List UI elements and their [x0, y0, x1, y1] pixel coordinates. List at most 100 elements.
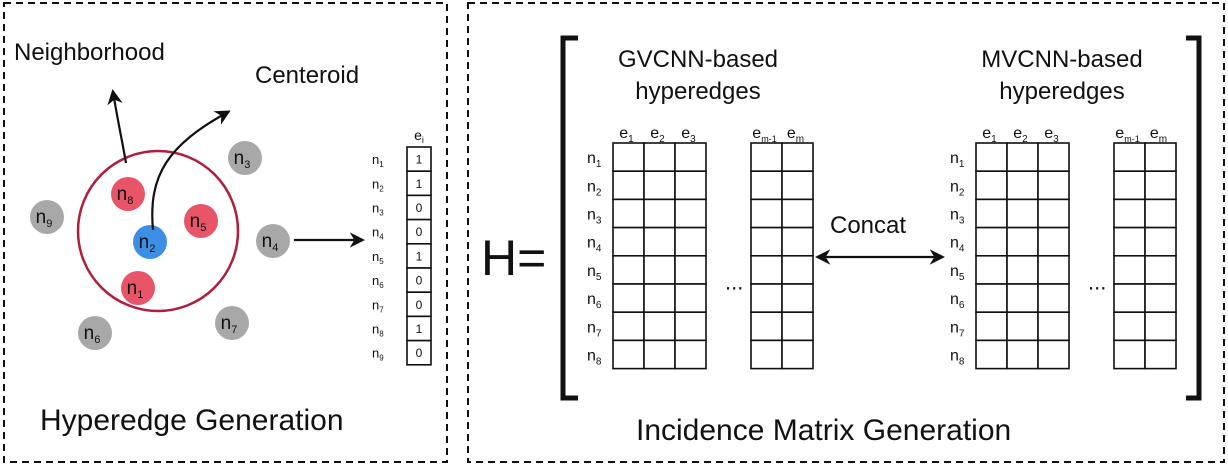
block-title-line2: hyperedges: [999, 78, 1124, 105]
block-title-line2: hyperedges: [635, 78, 760, 105]
matrix-cell: [750, 311, 783, 342]
matrix-col-header: e3: [1044, 125, 1059, 145]
node-label-n5: n5: [190, 211, 207, 234]
matrix-cell: [1006, 170, 1039, 201]
vector-value: 0: [416, 225, 423, 239]
matrix-cell: [612, 311, 645, 342]
matrix-cell: [781, 198, 814, 229]
left-bracket: [560, 35, 578, 401]
matrix-cell: [750, 339, 783, 370]
matrix-cell: [1037, 311, 1070, 342]
vector-header-ei: ei: [414, 127, 424, 145]
matrix-cell: [643, 170, 676, 201]
matrix-cell: [674, 142, 707, 173]
matrix-cell: [781, 142, 814, 173]
matrix-cell: [1006, 226, 1039, 257]
block-title-line1: MVCNN-based: [981, 46, 1142, 73]
matrix-cell: [1006, 311, 1039, 342]
node-label-n4: n4: [262, 231, 279, 254]
matrix-col-header: e1: [982, 125, 997, 145]
matrix-cell: [781, 170, 814, 201]
matrix-cell: [750, 198, 783, 229]
vector-row-label: n4: [372, 225, 384, 242]
matrix-cell: [674, 283, 707, 314]
vector-value: 1: [416, 322, 423, 336]
node-label-n1: n1: [127, 278, 144, 301]
matrix-row-label: n2: [587, 178, 602, 198]
matrix-cell: [1006, 339, 1039, 370]
node-n2: [133, 225, 167, 259]
matrix-cell: [975, 255, 1008, 285]
matrix-cell: [1144, 170, 1177, 201]
matrix-cell: [1037, 255, 1070, 285]
matrix-cell: [1113, 142, 1146, 173]
matrix-cell: [781, 226, 814, 257]
matrix-cell: [1037, 198, 1070, 229]
right-bracket: [1186, 35, 1202, 401]
matrix-cell: [975, 311, 1008, 342]
matrix-cell: [1006, 198, 1039, 229]
centroid-arrow: [151, 110, 231, 231]
matrix-cell: [1037, 142, 1070, 173]
vector-cell: [406, 339, 432, 366]
matrix-cell: [750, 226, 783, 257]
vector-value: 1: [416, 249, 423, 263]
matrix-row-label: n1: [950, 150, 965, 170]
matrix-row-label: n6: [587, 291, 602, 311]
matrix-cell: [612, 255, 645, 285]
centroid-label: Centeroid: [255, 62, 359, 89]
matrix-cell: [643, 226, 676, 257]
matrix-cell: [1113, 339, 1146, 370]
matrix-cell: [781, 311, 814, 342]
matrix-cell: [674, 198, 707, 229]
matrix-row-label: n3: [587, 207, 602, 227]
matrix-cell: [750, 170, 783, 201]
vector-value: 0: [416, 201, 423, 215]
node-n3: [228, 141, 262, 175]
vector-row-label: n9: [372, 346, 384, 363]
node-n9: [30, 200, 64, 234]
matrix-cell: [975, 339, 1008, 370]
matrix-cell: [1113, 226, 1146, 257]
hyperedge-generation-title: Hyperedge Generation: [40, 404, 344, 437]
matrix-cell: [1113, 255, 1146, 285]
matrix-cell: [612, 170, 645, 201]
vector-value: 0: [416, 274, 423, 288]
concat-label: Concat: [830, 212, 906, 239]
matrix-cell: [1037, 226, 1070, 257]
vector-cell: [406, 218, 432, 245]
matrix-cell: [612, 198, 645, 229]
matrix-cell: [1037, 283, 1070, 314]
node-n1: [121, 271, 155, 305]
matrix-cell: [1113, 283, 1146, 314]
right-panel-frame: [467, 2, 1225, 463]
matrix-cell: [643, 255, 676, 285]
matrix-cell: [643, 311, 676, 342]
matrix-cell: [1037, 170, 1070, 201]
matrix-cell: [643, 142, 676, 173]
matrix-cell: [1144, 142, 1177, 173]
matrix-row-label: n3: [950, 207, 965, 227]
matrix-col-header: e2: [650, 125, 665, 145]
matrix-row-label: n5: [587, 263, 602, 283]
matrix-cell: [612, 142, 645, 173]
matrix-cell: [674, 170, 707, 201]
node-label-n6: n6: [84, 323, 101, 346]
matrix-row-label: n4: [587, 235, 602, 255]
matrix-row-label: n2: [950, 178, 965, 198]
matrix-cell: [781, 255, 814, 285]
matrix-cell: [1144, 198, 1177, 229]
node-label-n8: n8: [117, 184, 134, 207]
matrix-cell: [643, 339, 676, 370]
vector-value: 1: [416, 177, 423, 191]
h-equals-label: H=: [481, 230, 546, 286]
node-label-n2: n2: [139, 232, 156, 255]
matrix-ellipsis: ...: [1088, 270, 1106, 295]
hyperedge-circle: [76, 149, 240, 313]
matrix-col-header: e2: [1013, 125, 1028, 145]
matrix-cell: [975, 226, 1008, 257]
